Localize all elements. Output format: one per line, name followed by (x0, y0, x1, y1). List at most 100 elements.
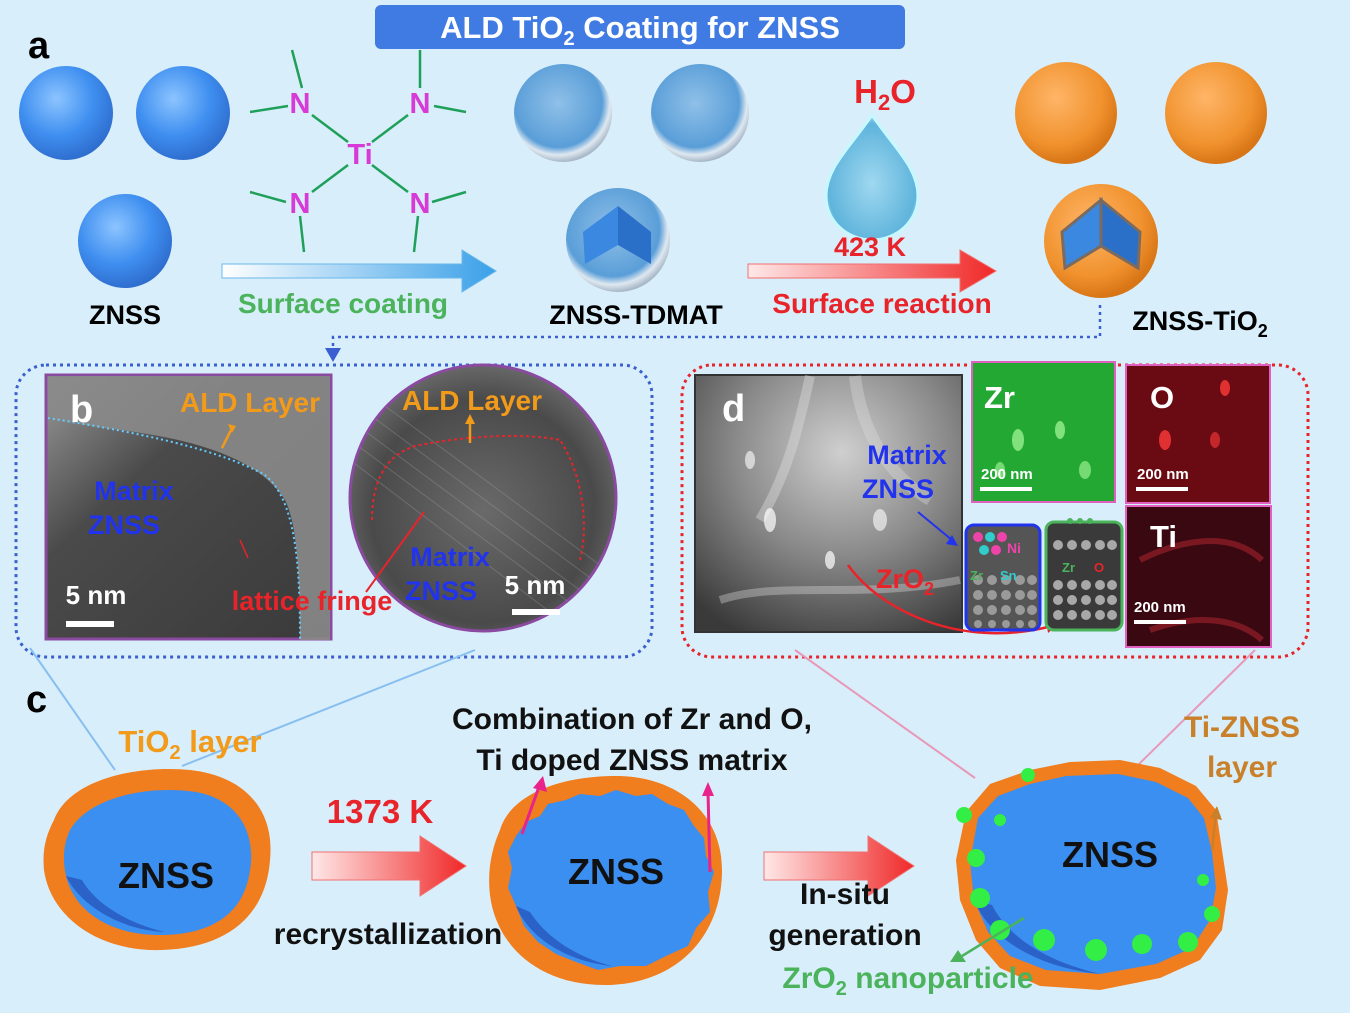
zro2-label-d: ZrO2 (876, 564, 934, 599)
eds-map-zr: Zr 200 nm (971, 361, 1116, 503)
connector-b-to-c (29, 647, 116, 771)
lattice-fringe-label: lattice fringe (232, 586, 393, 616)
molecule-ligand: N (410, 188, 431, 220)
znss-label: ZNSS (89, 300, 161, 330)
scale-bar-left (66, 621, 114, 627)
svg-text:ALD TiO2 Coating for ZNSS: ALD TiO2 Coating for ZNSS (440, 10, 840, 50)
connector-d-to-c (794, 649, 976, 779)
surface-reaction-label: Surface reaction (772, 288, 991, 319)
panel-b-frame (14, 363, 654, 659)
particle-label-1: ZNSS (118, 855, 214, 896)
zro2-nanoparticle (956, 807, 972, 823)
eds-label-ti: Ti (1150, 519, 1177, 554)
matrix-label-right-2: ZNSS (405, 576, 477, 606)
znss-sphere (19, 66, 113, 160)
stem-image (694, 374, 963, 633)
title-subscript: 2 (564, 28, 575, 50)
znss-sphere (136, 66, 230, 160)
recrystallization-label: recrystallization (274, 918, 502, 951)
tio2-product-label: ZNSS-TiO2 (1132, 306, 1268, 341)
ald-layer-label-right: ALD Layer (402, 385, 542, 416)
zro2-nanoparticle-label: ZrO2 nanoparticle (782, 962, 1033, 1000)
inset-label-zr-2: Zr (1062, 560, 1075, 575)
inset-label-zr: Zr (970, 568, 983, 583)
tdmat-label: ZNSS-TDMAT (549, 300, 723, 330)
connector-a-to-b (331, 305, 1102, 352)
tem-image-left (44, 373, 333, 641)
coated-sphere (514, 64, 612, 162)
combination-label-1: Combination of Zr and O, (452, 703, 812, 736)
combination-label-2: Ti doped ZNSS matrix (476, 744, 787, 777)
ti-doped-particle (489, 775, 722, 985)
zro2-nanoparticle (970, 888, 990, 908)
inset-label-o: O (1094, 560, 1104, 575)
surface-reaction-arrow (747, 249, 997, 293)
zro2-nanoparticle (967, 849, 985, 867)
atomic-inset-matrix: Ni Zr Sn (964, 523, 1042, 632)
matrix-label-right-1: Matrix (410, 542, 490, 572)
eds-label-zr: Zr (984, 380, 1015, 415)
znss-sphere (78, 194, 172, 288)
tio2-sphere (1015, 62, 1117, 164)
water-drop-icon (824, 112, 920, 242)
eds-map-o: O 200 nm (1125, 364, 1271, 504)
zro2-nanoparticle (1178, 932, 1198, 952)
title-text: ALD TiO (440, 10, 563, 45)
tdmat-molecule (249, 49, 467, 253)
coated-sphere (651, 64, 749, 162)
ti-znss-particle-with-zro2 (956, 760, 1228, 990)
matrix-label-d-1: Matrix (867, 440, 947, 470)
eds-label-o: O (1150, 380, 1174, 415)
recrystallization-arrow (311, 835, 467, 897)
panel-label-a: a (28, 25, 50, 67)
eds-scale-bar-o (1136, 487, 1188, 491)
connector-d-to-c (1134, 649, 1256, 769)
inset-label-sn: Sn (1000, 568, 1017, 583)
in-situ-label-2: generation (768, 919, 921, 952)
title-banner: ALD TiO2 Coating for ZNSS (375, 5, 905, 50)
ti-znss-layer-label-1: Ti-ZNSS (1184, 711, 1300, 744)
panel-label-d: d (722, 388, 745, 430)
panel-label-c: c (26, 679, 47, 721)
zro2-nanoparticle (1132, 934, 1152, 954)
inset-label-ni: Ni (1007, 540, 1021, 556)
zro2-nanoparticle (994, 814, 1006, 826)
scale-bar-right (512, 609, 560, 615)
panel-label-b: b (70, 389, 93, 431)
molecule-ligand: N (290, 188, 311, 220)
connector-b-to-c (181, 649, 476, 767)
eds-map-ti: Ti 200 nm (1125, 505, 1272, 648)
znss-spheres (19, 66, 230, 288)
in-situ-label-1: In-situ (800, 878, 890, 911)
tio2-layer-label: TiO2 layer (118, 724, 261, 764)
eds-scale-label-zr: 200 nm (981, 466, 1033, 483)
scale-bar-label-left: 5 nm (66, 580, 127, 610)
surface-coating-arrow (221, 249, 497, 293)
tio2-sphere (1165, 62, 1267, 164)
molecule-ligand: N (410, 88, 431, 120)
tdmat-coated-spheres (514, 64, 749, 292)
particle-label-3: ZNSS (1062, 834, 1158, 875)
zro2-nanoparticle (1021, 768, 1035, 782)
surface-coating-label: Surface coating (238, 288, 448, 319)
water-label: H2O (854, 73, 916, 115)
eds-scale-bar-ti (1134, 620, 1186, 624)
matrix-label-left-1: Matrix (94, 476, 174, 506)
zro2-nanoparticles (956, 768, 1220, 961)
tio2-coated-spheres (1015, 62, 1267, 298)
molecule-ligand: N (290, 88, 311, 120)
eds-scale-bar-zr (980, 487, 1032, 491)
matrix-label-left-2: ZNSS (88, 510, 160, 540)
eds-scale-label-ti: 200 nm (1134, 599, 1186, 616)
ald-layer-label-left: ALD Layer (180, 387, 320, 418)
zro2-nanoparticle (1033, 929, 1055, 951)
atomic-inset-zro2: Zr O (1044, 518, 1124, 632)
particle-label-2: ZNSS (568, 851, 664, 892)
recrystallization-temperature: 1373 K (327, 793, 434, 830)
matrix-label-d-2: ZNSS (862, 474, 934, 504)
scale-bar-label-right: 5 nm (505, 570, 566, 600)
zro2-nanoparticle (1085, 939, 1107, 961)
zro2-nanoparticle (1197, 874, 1209, 886)
tem-image-right (348, 363, 618, 633)
